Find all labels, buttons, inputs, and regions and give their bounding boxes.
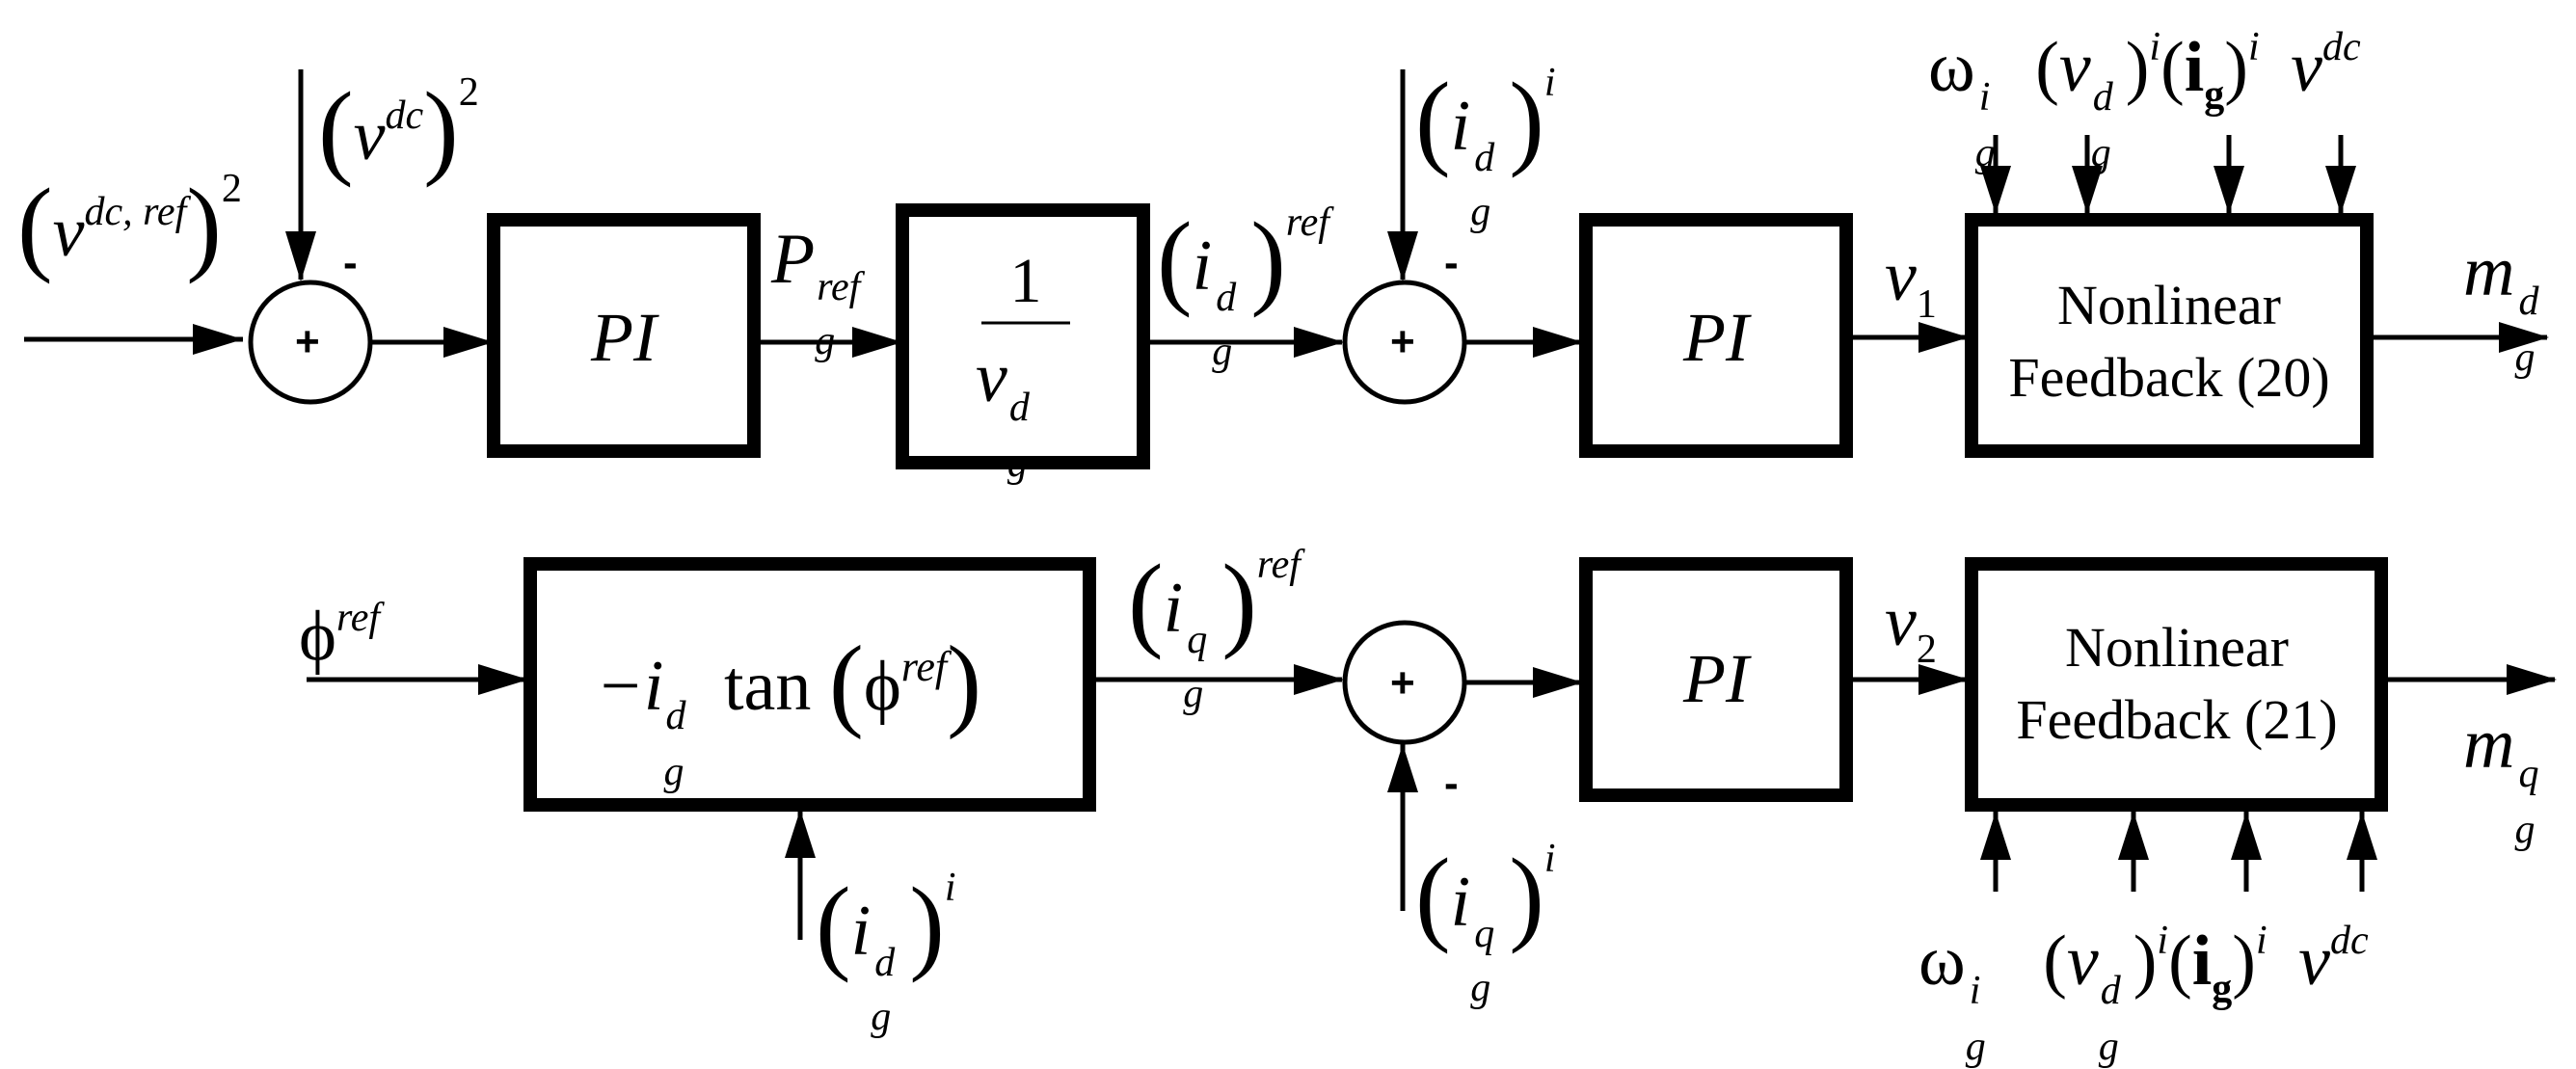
sum2-minus: -	[1444, 239, 1459, 286]
nlfb20-line1: Nonlinear	[2057, 274, 2281, 336]
pi-label-3: PI	[1683, 640, 1749, 717]
tan-phi-block	[523, 557, 1096, 812]
nlfb21-line2: Feedback (21)	[2016, 688, 2338, 751]
inverse-vgd-block	[896, 203, 1150, 469]
pi-label-2: PI	[1683, 299, 1749, 376]
label-phi-ref: ϕref	[299, 596, 381, 676]
sum1-plus: +	[295, 318, 320, 365]
label-v2: v2	[1885, 582, 1937, 672]
nonlinear-feedback-21	[1965, 557, 2388, 812]
pi-label-1: PI	[591, 299, 657, 376]
label-vdc-ref-squared: (vdc, ref)2	[17, 167, 242, 284]
label-vdc-squared: (vdc)2	[318, 70, 479, 188]
label-v1: v1	[1885, 237, 1937, 327]
fraction-numerator: 1	[1009, 246, 1042, 316]
sum3-plus: +	[1390, 659, 1415, 707]
nlfb20-line2: Feedback (20)	[2008, 346, 2330, 409]
sum3-minus: -	[1444, 760, 1459, 807]
sum1-minus: -	[343, 239, 358, 286]
nlfb21-line1: Nonlinear	[2065, 616, 2289, 679]
control-block-diagram	[24, 69, 2557, 940]
pi-block-1	[487, 213, 761, 458]
sum2-plus: +	[1390, 318, 1415, 365]
